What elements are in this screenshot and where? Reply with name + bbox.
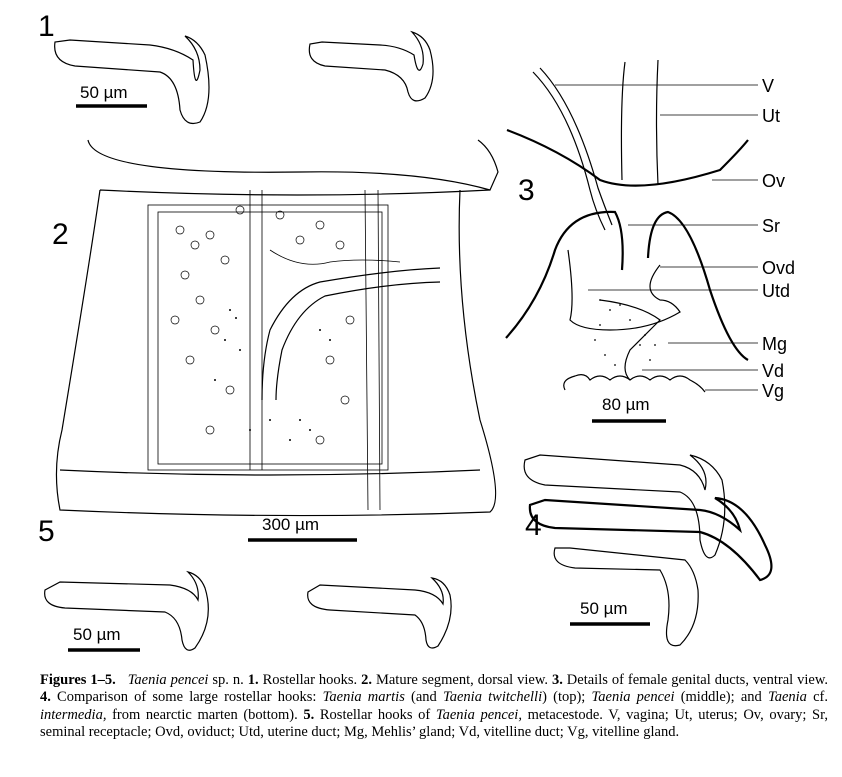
caption-text: Details of female genital ducts, ventral… bbox=[562, 672, 829, 688]
fig1-scale-label: 50 µm bbox=[80, 83, 128, 102]
caption-text: Mature segment, dorsal view. bbox=[372, 672, 552, 688]
fig5-hooks bbox=[44, 570, 452, 651]
caption-text: cf. bbox=[806, 689, 828, 706]
label-ovd: Ovd bbox=[762, 258, 795, 278]
fig3-female-genital-ducts bbox=[505, 59, 758, 393]
caption-fig-ref: 4. bbox=[40, 689, 51, 706]
fig2-scale-label: 300 µm bbox=[262, 515, 319, 534]
caption-species: Taenia pencei, bbox=[435, 706, 522, 723]
figure-plate: 1 50 µm 2 300 µm bbox=[38, 10, 795, 652]
caption-fig-ref: 2. bbox=[361, 672, 373, 688]
fig3-labels: V Ut Ov Sr Ovd Utd Mg Vd Vg bbox=[762, 76, 795, 401]
figure-number-4: 4 bbox=[525, 509, 542, 542]
fig5-scale-label: 50 µm bbox=[73, 625, 121, 644]
caption-fig-ref: 5. bbox=[303, 706, 315, 723]
caption-species: Taenia pencei bbox=[127, 672, 209, 688]
fig4-hook-comparison bbox=[523, 454, 773, 647]
caption-text: metacestode. V, vagina; Ut, uterus; Ov, … bbox=[40, 706, 828, 741]
caption-title: Figures 1–5. bbox=[40, 672, 116, 688]
caption-species: Taenia martis bbox=[322, 689, 405, 706]
caption-fig-ref: 1. bbox=[247, 672, 259, 688]
caption-species: Taenia pencei bbox=[591, 689, 675, 706]
label-ut: Ut bbox=[762, 106, 780, 126]
caption-text: (middle); and bbox=[674, 689, 768, 706]
caption-text: Rostellar hooks. bbox=[258, 672, 362, 688]
caption-text: ) (top); bbox=[542, 689, 592, 706]
figure-number-3: 3 bbox=[518, 174, 535, 207]
figure-number-5: 5 bbox=[38, 515, 55, 548]
caption-species: Taenia twitchelli bbox=[443, 689, 543, 706]
caption-fig-ref: 3. bbox=[551, 672, 563, 688]
label-v: V bbox=[762, 76, 774, 96]
fig1-hooks bbox=[54, 30, 434, 125]
label-ov: Ov bbox=[762, 171, 785, 191]
caption-text: Rostellar hooks of bbox=[314, 706, 436, 723]
label-utd: Utd bbox=[762, 281, 790, 301]
figure-number-1: 1 bbox=[38, 10, 55, 43]
fig2-mature-segment bbox=[55, 139, 499, 517]
caption-text: (and bbox=[404, 689, 443, 706]
fig3-scale-label: 80 µm bbox=[602, 395, 650, 414]
caption-species: intermedia, bbox=[40, 706, 107, 723]
label-vg: Vg bbox=[762, 381, 784, 401]
label-mg: Mg bbox=[762, 334, 787, 354]
label-sr: Sr bbox=[762, 216, 780, 236]
caption-text: Comparison of some large rostellar hooks… bbox=[50, 689, 323, 706]
figure-caption: Figures 1–5. Taenia pencei sp. n. 1. Ros… bbox=[40, 672, 828, 742]
caption-text: sp. n. bbox=[208, 672, 248, 688]
figure-number-2: 2 bbox=[52, 218, 69, 251]
fig4-scale-label: 50 µm bbox=[580, 599, 628, 618]
label-vd: Vd bbox=[762, 361, 784, 381]
caption-species: Taenia bbox=[767, 689, 807, 706]
caption-text: from nearctic marten (bottom). bbox=[106, 706, 304, 723]
